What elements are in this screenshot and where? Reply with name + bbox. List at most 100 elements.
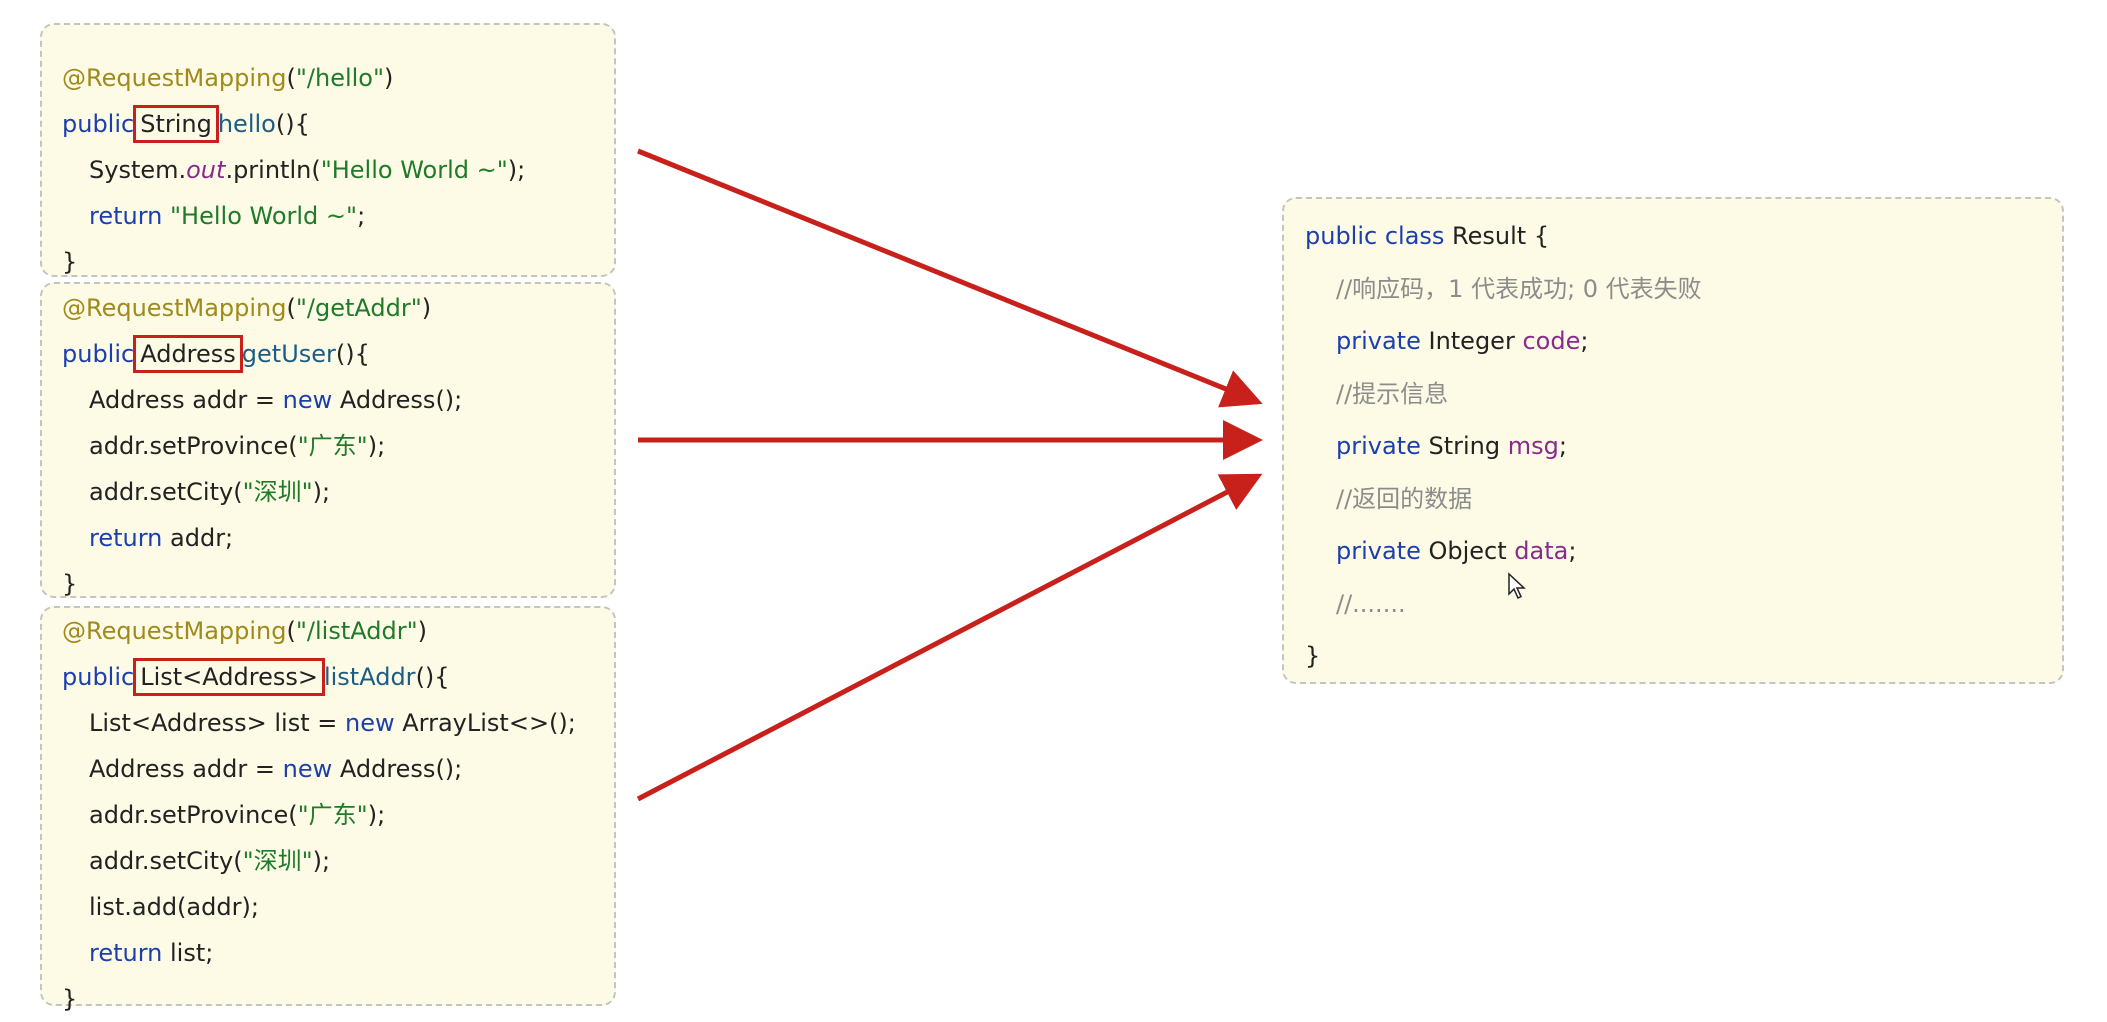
code-token: ); — [312, 478, 331, 506]
result-class-code-block: public class Result { //响应码，1 代表成功; 0 代表失… — [1282, 197, 2064, 684]
arrow-hello-to-result — [637, 148, 1263, 408]
highlighted-return-type: Address — [133, 335, 243, 373]
code-line: } — [62, 976, 614, 1022]
code-token: @RequestMapping — [62, 294, 287, 322]
code-token: ; — [357, 202, 366, 230]
code-token: return — [89, 202, 171, 230]
code-line: //响应码，1 代表成功; 0 代表失败 — [1305, 263, 2062, 316]
code-token: "深圳" — [242, 478, 313, 506]
code-token: ; — [1568, 537, 1577, 565]
code-token: new — [282, 755, 340, 783]
code-token: .println( — [225, 156, 321, 184]
code-token: code — [1522, 327, 1581, 355]
code-token: ( — [286, 64, 296, 92]
code-line: @RequestMapping("/listAddr") — [62, 608, 614, 654]
code-token: getUser — [241, 340, 336, 368]
code-token: public — [62, 110, 135, 138]
code-line: } — [62, 561, 614, 607]
code-line: return "Hello World ~"; — [62, 193, 614, 239]
code-token: Address(); — [339, 755, 463, 783]
code-line: //返回的数据 — [1305, 473, 2062, 526]
code-token: private — [1336, 537, 1429, 565]
code-token: Integer — [1428, 327, 1523, 355]
code-token: @RequestMapping — [62, 64, 287, 92]
code-line: addr.setProvince("广东"); — [62, 423, 614, 469]
code-token: //响应码，1 代表成功; 0 代表失败 — [1336, 274, 1702, 303]
code-token: list; — [170, 939, 214, 967]
code-line: } — [62, 239, 614, 285]
code-token: @RequestMapping — [62, 617, 287, 645]
code-token: listAddr — [323, 663, 416, 691]
code-token: public — [62, 663, 135, 691]
code-token: ( — [286, 294, 296, 322]
code-token: return — [89, 939, 171, 967]
highlighted-return-type: List<Address> — [133, 658, 325, 696]
code-token: (){ — [415, 663, 450, 691]
code-line: addr.setProvince("广东"); — [62, 792, 614, 838]
code-token: return — [89, 524, 171, 552]
code-token: ) — [421, 294, 432, 322]
code-token: "/getAddr" — [295, 294, 422, 322]
code-line: //提示信息 — [1305, 368, 2062, 421]
highlighted-return-type: String — [133, 105, 219, 143]
code-token: "广东" — [297, 432, 368, 460]
code-token: List<Address> list = — [89, 709, 345, 737]
code-token: "广东" — [297, 801, 368, 829]
code-token: (){ — [275, 110, 310, 138]
code-line: addr.setCity("深圳"); — [62, 838, 614, 884]
code-line: private Object data; — [1305, 525, 2062, 578]
code-token: addr.setProvince( — [89, 801, 298, 829]
code-line: System.out.println("Hello World ~"); — [62, 147, 614, 193]
code-token: "Hello World ~" — [320, 156, 508, 184]
code-token: "Hello World ~" — [170, 202, 358, 230]
code-token: public — [62, 340, 135, 368]
code-token: addr.setCity( — [89, 478, 243, 506]
code-token: } — [62, 248, 78, 276]
code-token: new — [282, 386, 340, 414]
code-token: ) — [384, 64, 394, 92]
code-token: list.add(addr); — [89, 893, 259, 921]
code-token: ); — [367, 432, 386, 460]
code-token: Object — [1428, 537, 1515, 565]
code-token: msg — [1507, 432, 1559, 460]
code-token: } — [1305, 642, 1321, 670]
code-token: private — [1336, 432, 1429, 460]
code-token: out — [186, 156, 226, 184]
code-token: //....... — [1336, 589, 1406, 618]
code-token: addr; — [170, 524, 234, 552]
code-line: //....... — [1305, 578, 2062, 631]
code-token: (){ — [335, 340, 370, 368]
code-token: String — [1428, 432, 1508, 460]
code-token: data — [1514, 537, 1569, 565]
code-token: private — [1336, 327, 1429, 355]
mouse-cursor-icon — [1508, 572, 1526, 600]
code-line: return addr; — [62, 515, 614, 561]
code-token: ); — [367, 801, 386, 829]
code-line: list.add(addr); — [62, 884, 614, 930]
code-line: addr.setCity("深圳"); — [62, 469, 614, 515]
code-token: } — [62, 985, 78, 1013]
code-token: "深圳" — [242, 847, 313, 875]
code-line: return list; — [62, 930, 614, 976]
code-token: //返回的数据 — [1336, 484, 1473, 513]
code-line: @RequestMapping("/getAddr") — [62, 285, 614, 331]
code-line: List<Address> list = new ArrayList<>(); — [62, 700, 614, 746]
code-line: } — [1305, 630, 2062, 683]
code-token: "/listAddr" — [295, 617, 418, 645]
code-line: public class Result { — [1305, 210, 2062, 263]
code-token: ); — [507, 156, 526, 184]
code-token: Result { — [1452, 222, 1550, 250]
code-token: ) — [417, 617, 427, 645]
code-token: ArrayList<>(); — [402, 709, 576, 737]
code-token: } — [62, 570, 78, 598]
code-token: ; — [1558, 432, 1567, 460]
code-token: Address addr = — [89, 755, 283, 783]
code-line: private String msg; — [1305, 420, 2062, 473]
code-token: addr.setProvince( — [89, 432, 298, 460]
